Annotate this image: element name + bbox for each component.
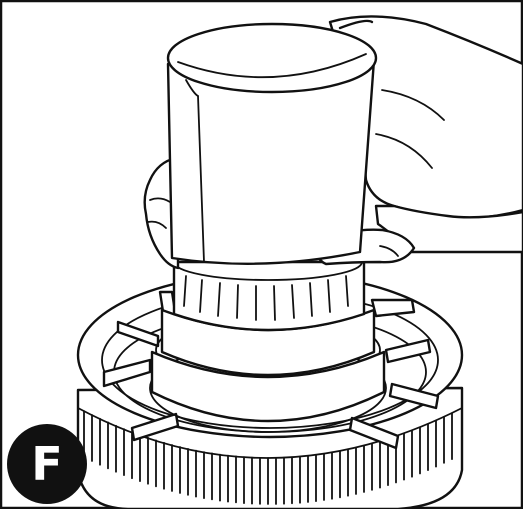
step-letter: F: [31, 437, 63, 491]
step-badge: F: [7, 424, 87, 504]
center-spout: [150, 243, 386, 423]
right-hand: [316, 15, 523, 266]
filter-sleeve: [166, 22, 378, 265]
